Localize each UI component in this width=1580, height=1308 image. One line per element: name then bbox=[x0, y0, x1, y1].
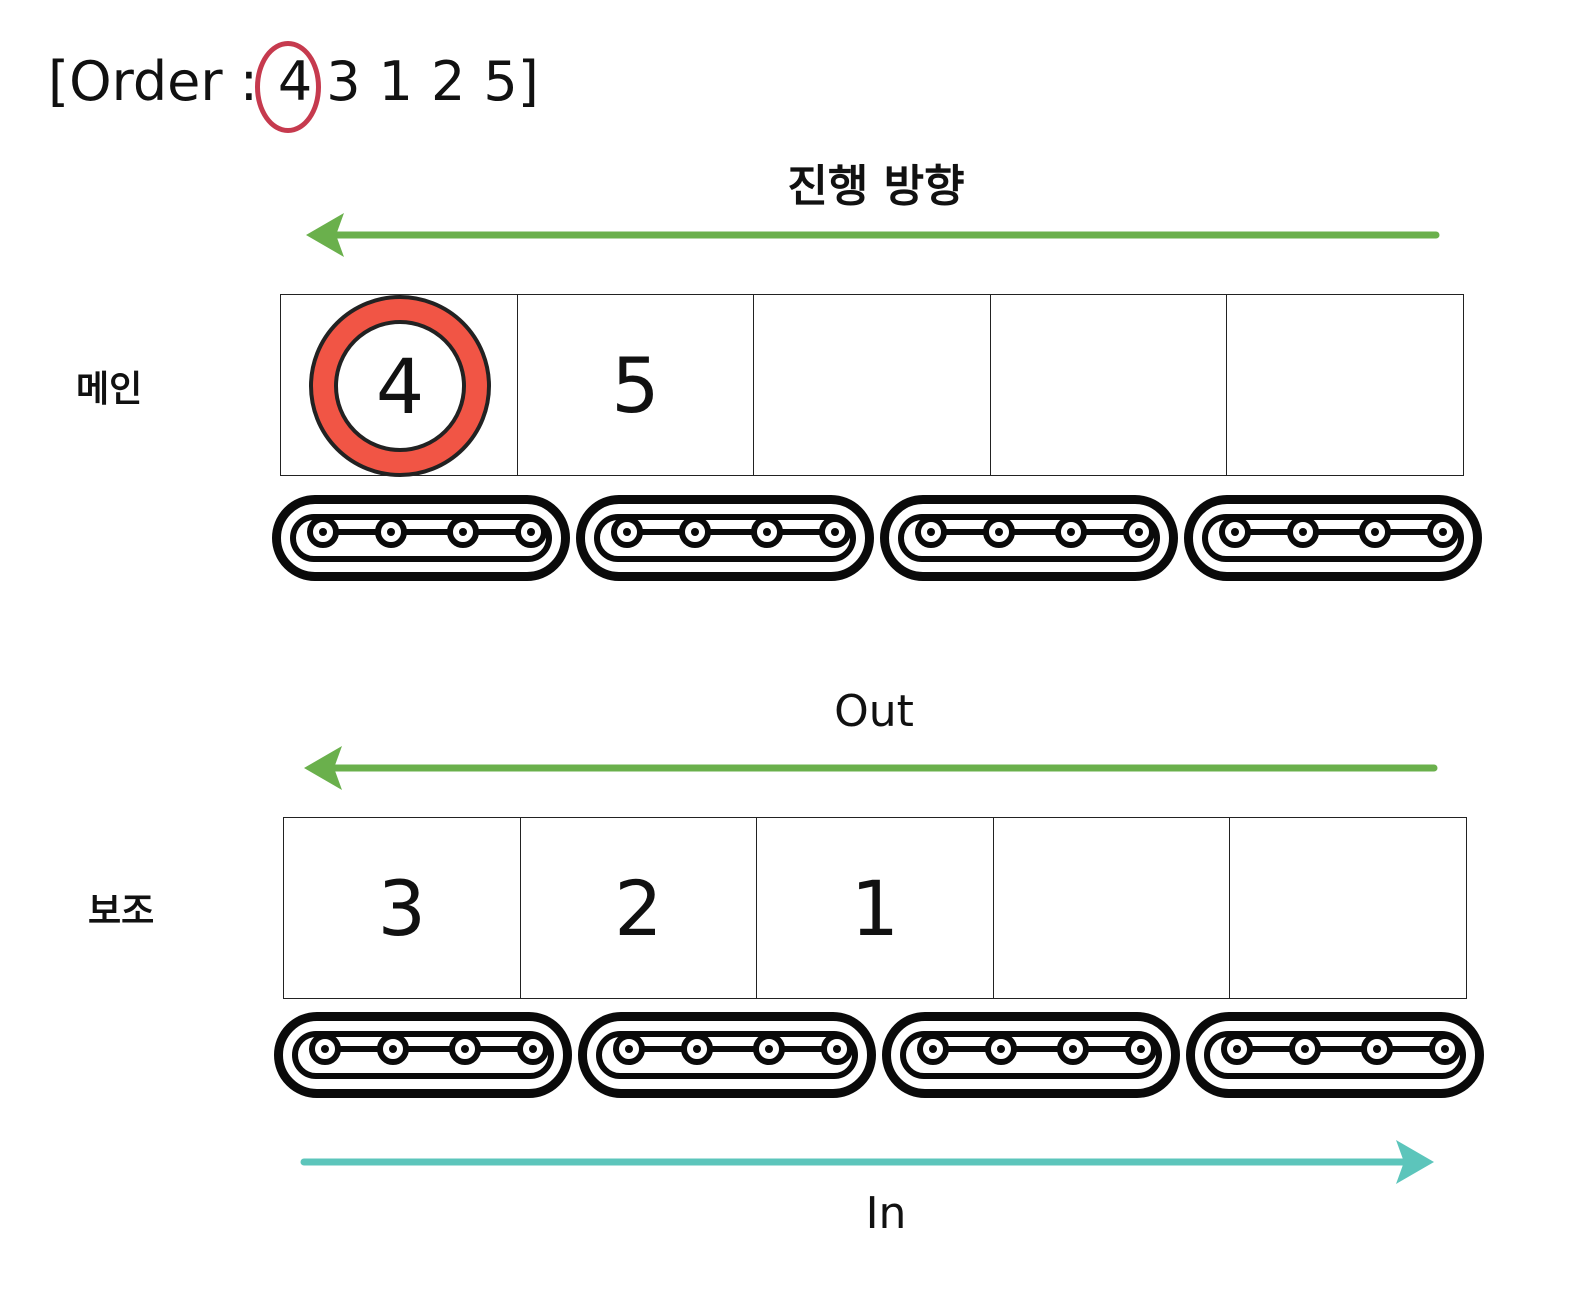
conveyor-belt-icon bbox=[880, 495, 1178, 581]
main-conveyor-belts bbox=[272, 495, 1482, 581]
current-item-circle bbox=[254, 41, 321, 133]
conveyor-belt-icon bbox=[1184, 495, 1482, 581]
main-slot bbox=[754, 295, 991, 475]
sub-slot: 3 bbox=[284, 818, 521, 998]
sub-slot bbox=[994, 818, 1231, 998]
out-label: Out bbox=[834, 686, 914, 737]
order-number: 3 bbox=[326, 50, 361, 113]
order-current-item: 4 bbox=[254, 41, 321, 133]
highlighted-item: 4 bbox=[334, 320, 466, 452]
conveyor-belt-icon bbox=[1186, 1012, 1484, 1098]
sub-slot: 2 bbox=[521, 818, 758, 998]
highlighted-ring: 4 bbox=[309, 295, 491, 477]
main-conveyor-slots: 4 5 bbox=[280, 294, 1464, 477]
conveyor-belt-icon bbox=[882, 1012, 1180, 1098]
main-slot bbox=[1227, 295, 1463, 475]
main-label: 메인 bbox=[76, 369, 143, 410]
direction-arrow-left bbox=[306, 213, 1440, 257]
sub-label: 보조 bbox=[88, 891, 155, 932]
main-slot: 4 bbox=[281, 295, 518, 477]
main-slot: 5 bbox=[518, 295, 755, 475]
conveyor-belt-icon bbox=[274, 1012, 572, 1098]
conveyor-belt-icon bbox=[576, 495, 874, 581]
order-number: 5 bbox=[483, 50, 518, 113]
conveyor-belt-icon bbox=[578, 1012, 876, 1098]
sub-conveyor-belts bbox=[274, 1012, 1484, 1098]
order-number: 1 bbox=[378, 50, 413, 113]
order-open-text: [Order : bbox=[48, 50, 258, 113]
order-close-text: ] bbox=[517, 50, 539, 113]
order-sequence: [Order : 4 3 1 2 5 ] bbox=[48, 41, 539, 133]
main-slot bbox=[991, 295, 1228, 475]
out-arrow-left bbox=[304, 746, 1438, 790]
sub-slot bbox=[1230, 818, 1466, 998]
in-arrow-right bbox=[300, 1140, 1434, 1184]
conveyor-belt-icon bbox=[272, 495, 570, 581]
in-label: In bbox=[865, 1188, 907, 1239]
sub-conveyor-slots: 3 2 1 bbox=[283, 817, 1467, 999]
direction-label: 진행 방향 bbox=[787, 161, 965, 212]
order-number: 2 bbox=[430, 50, 466, 113]
sub-slot: 1 bbox=[757, 818, 994, 998]
